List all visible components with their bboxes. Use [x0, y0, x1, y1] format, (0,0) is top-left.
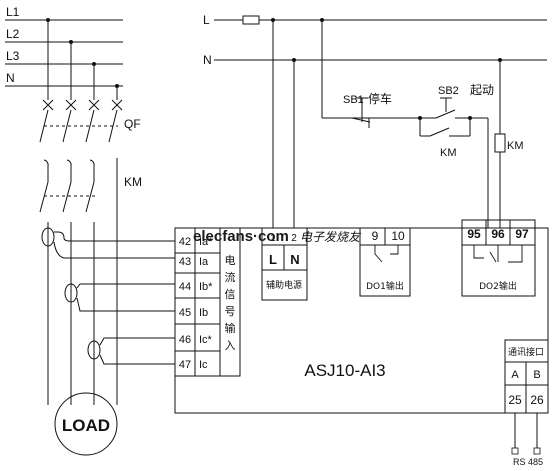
aux-terminal-1: 1 [270, 233, 276, 244]
terminal-signal: Ic* [199, 334, 213, 346]
do2-terminal-96: 96 [491, 227, 505, 241]
do1-terminal-9: 9 [372, 229, 379, 243]
load-label: LOAD [62, 416, 110, 435]
km-contact-label: KM [440, 147, 457, 159]
do1-block: 9 10 DO1输出 [359, 227, 411, 297]
comm-b-label: B [533, 369, 540, 381]
sb2-label: SB2 [438, 85, 459, 97]
terminal-signal: Ib* [199, 281, 213, 293]
current-transformers [41, 227, 175, 365]
do2-block: 95 96 97 DO2输出 [461, 219, 536, 297]
comm-a-label: A [511, 369, 519, 381]
aux-terminal-2: 2 [291, 233, 297, 244]
comm-label: 通讯接口 [508, 346, 544, 358]
control-n-label: N [203, 53, 212, 67]
terminal-number: 44 [179, 281, 191, 293]
watermark: elecfans·com 电子发烧友 [193, 228, 362, 245]
terminal-number: 46 [179, 334, 191, 346]
sb2-text: 起动 [470, 83, 494, 97]
fuse-icon [242, 15, 260, 25]
km-label: KM [124, 175, 142, 189]
terminal-signal: Ia [199, 256, 209, 268]
rs485-label: RS 485 [513, 457, 543, 467]
km-coil-icon [494, 133, 506, 153]
current-input-char: 电 [225, 254, 236, 267]
current-input-char: 输 [225, 321, 236, 335]
aux-power-block: 1 2 L N 辅助电源 [261, 227, 308, 301]
qf-label: QF [124, 117, 141, 131]
aux-power-label: 辅助电源 [266, 279, 302, 291]
watermark-text: elecfans·com [193, 228, 289, 245]
comm-block: 通讯接口 A B 25 26 RS 485 [504, 339, 549, 467]
control-supply: L N SB1 停车 SB2 起动 KM [203, 13, 547, 228]
terminal-signal: Ib [199, 307, 208, 319]
sb1-label: SB1 [343, 94, 364, 106]
watermark-cn: 电子发烧友 [300, 230, 362, 244]
comm-terminal-25: 25 [508, 393, 522, 407]
phase-conductors: QF KM [39, 20, 142, 405]
current-input-char: 流 [225, 270, 236, 284]
line-l1-label: L1 [6, 5, 20, 19]
do2-terminal-97: 97 [515, 227, 529, 241]
do1-terminal-10: 10 [391, 229, 405, 243]
aux-n-label: N [290, 252, 299, 267]
current-input-char: 号 [225, 305, 236, 318]
terminal-number: 45 [179, 307, 191, 319]
do2-terminal-95: 95 [467, 227, 481, 241]
current-terminals [174, 227, 241, 377]
line-l3-label: L3 [6, 49, 20, 63]
current-input-char: 入 [225, 339, 236, 352]
line-n-label: N [6, 71, 15, 85]
control-l-label: L [203, 13, 210, 27]
do1-label: DO1输出 [366, 280, 404, 292]
terminal-signal: Ia* [199, 236, 213, 248]
line-l2-label: L2 [6, 27, 20, 41]
comm-terminal-26: 26 [530, 393, 544, 407]
current-input-char: 信 [225, 288, 236, 301]
terminal-number: 47 [179, 359, 191, 371]
device-model: ASJ10-AI3 [304, 361, 385, 380]
supply-lines: L1 L2 L3 N [5, 5, 123, 88]
terminal-number: 42 [179, 236, 191, 248]
do2-label: DO2输出 [479, 280, 517, 292]
terminal-signal: Ic [199, 359, 208, 371]
km-coil-label: KM [507, 140, 524, 152]
load: LOAD [54, 392, 118, 456]
terminal-number: 43 [179, 256, 191, 268]
aux-l-label: L [269, 252, 277, 267]
sb1-text: 停车 [368, 91, 392, 106]
